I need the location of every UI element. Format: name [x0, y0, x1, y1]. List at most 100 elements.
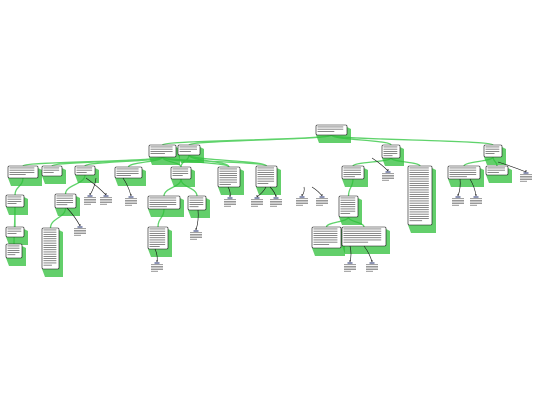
- example-text-line: [296, 203, 308, 204]
- node-text-line: [219, 179, 237, 181]
- concept-node[interactable]: [315, 124, 348, 136]
- concept-node[interactable]: [341, 226, 387, 247]
- concept-node[interactable]: [41, 165, 63, 177]
- node-text-line: [149, 244, 166, 245]
- node-text-line: [9, 169, 35, 171]
- node-text-line: [409, 205, 429, 206]
- node-text-line: [7, 233, 17, 234]
- node-text-line: [116, 170, 139, 172]
- node-text-line: [7, 254, 16, 256]
- node-text-line: [485, 153, 495, 154]
- node-text-line: [56, 202, 74, 203]
- example-tag: [473, 196, 479, 198]
- node-text-line: [257, 183, 269, 184]
- node-text-line: [149, 235, 166, 236]
- node-text-line: [7, 247, 20, 249]
- arrow-head: [229, 195, 231, 197]
- example-text-line: [382, 179, 389, 181]
- example-tag: [385, 171, 391, 173]
- node-text-line: [219, 173, 237, 174]
- node-text-line: [340, 199, 356, 201]
- node-text-line: [409, 178, 429, 180]
- node-text-line: [43, 172, 54, 173]
- node-text-line: [43, 240, 57, 242]
- example-text-line: [190, 238, 197, 240]
- node-text-line: [343, 233, 382, 234]
- concept-node[interactable]: [5, 226, 25, 238]
- example-text-line: [84, 197, 96, 199]
- node-text-line: [179, 151, 191, 152]
- example-text-line: [452, 198, 464, 200]
- concept-node[interactable]: [407, 165, 433, 226]
- node-text-line: [43, 234, 57, 235]
- node-text-line: [340, 206, 356, 208]
- node-text-line: [43, 258, 57, 259]
- example-arrow: [371, 157, 389, 172]
- example-text-line: [296, 204, 303, 206]
- node-text-line: [56, 197, 74, 199]
- node-text-line: [313, 230, 338, 232]
- arrow-head: [349, 260, 351, 262]
- example-text-line: [452, 201, 464, 203]
- node-text-line: [343, 235, 382, 236]
- example-text-line: [296, 200, 308, 201]
- node-text-line: [343, 172, 361, 173]
- node-text-line: [7, 252, 20, 253]
- example-tag: [254, 197, 260, 199]
- node-text-line: [149, 206, 167, 208]
- node-text-line: [343, 176, 355, 178]
- example-text-line: [470, 204, 477, 206]
- node-text-line: [340, 202, 356, 203]
- example-text-line: [296, 198, 308, 200]
- node-text-line: [43, 249, 57, 251]
- node-text-line: [9, 174, 26, 175]
- node-text-line: [485, 146, 500, 148]
- node-layer: [5, 124, 509, 270]
- node-shadow-layer: [6, 127, 512, 277]
- node-text-line: [313, 228, 338, 230]
- example-text-line: [151, 269, 163, 270]
- node-text-line: [340, 208, 356, 210]
- node-text-line: [43, 245, 57, 246]
- node-text-line: [409, 185, 429, 186]
- example-text-line: [316, 204, 323, 206]
- node-text-line: [7, 201, 22, 202]
- arrow-head: [371, 260, 373, 262]
- example-text-line: [125, 203, 137, 204]
- node-text-line: [317, 126, 344, 128]
- example-text-line: [151, 267, 163, 269]
- example-text-line: [316, 198, 328, 200]
- example-text-line: [270, 201, 282, 202]
- node-text-line: [449, 174, 477, 175]
- arrow-head: [89, 193, 91, 195]
- node-text-line: [257, 174, 275, 175]
- node-text-line: [409, 211, 429, 213]
- example-text-line: [84, 199, 96, 200]
- example-tag: [299, 196, 305, 198]
- arrow-head: [79, 224, 81, 226]
- node-text-line: [150, 146, 173, 148]
- example-text-line: [316, 203, 328, 204]
- node-text-line: [409, 213, 429, 215]
- arrow-head: [387, 169, 389, 171]
- node-text-line: [76, 167, 93, 169]
- concept-node[interactable]: [177, 144, 201, 156]
- node-text-line: [149, 241, 166, 243]
- node-text-line: [313, 235, 338, 236]
- node-text-line: [219, 177, 237, 179]
- node-text-line: [383, 148, 398, 150]
- node-text-line: [43, 260, 57, 262]
- node-text-line: [7, 198, 22, 200]
- node-text-line: [449, 172, 477, 173]
- node-text-line: [409, 216, 429, 217]
- node-text-line: [409, 194, 429, 195]
- example-text-line: [270, 199, 282, 201]
- node-text-line: [7, 228, 22, 230]
- example-text-line: [366, 267, 378, 269]
- node-text-line: [409, 198, 429, 200]
- example-tag: [128, 196, 134, 198]
- node-text-line: [383, 155, 393, 157]
- node-text-line: [7, 245, 20, 247]
- node-text-line: [485, 151, 500, 152]
- node-text-line: [257, 180, 275, 182]
